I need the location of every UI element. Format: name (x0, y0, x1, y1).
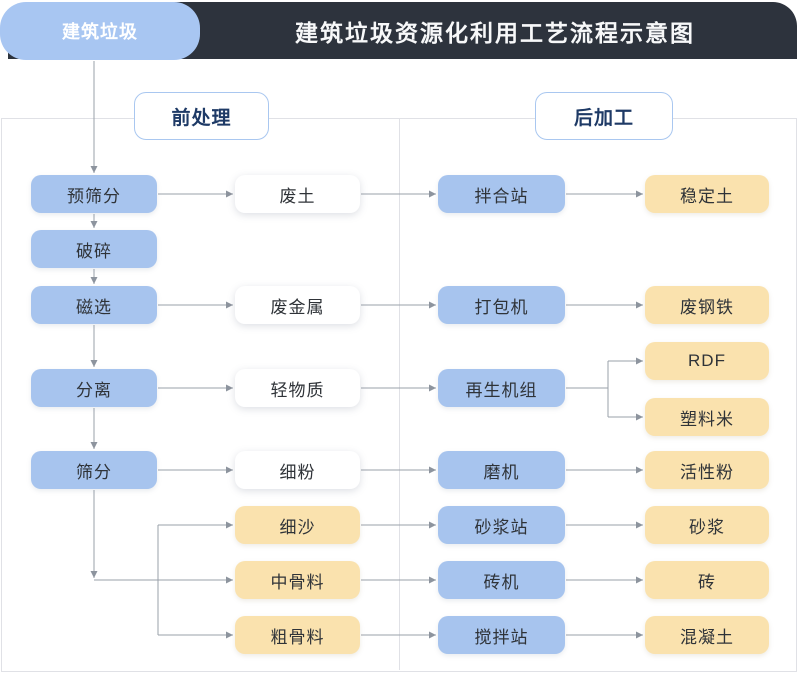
node-fine-sand: 细沙 (235, 506, 360, 544)
node-medium-aggregate: 中骨料 (235, 561, 360, 599)
node-blending-station: 拌合站 (438, 175, 565, 213)
node-light-material: 轻物质 (235, 369, 360, 407)
node-scrap-metal: 废金属 (235, 286, 360, 324)
node-regeneration-unit: 再生机组 (438, 369, 565, 407)
section-label-postprocessing: 后加工 (535, 92, 673, 140)
node-stabilized-soil: 稳定土 (645, 175, 769, 213)
node-mortar: 砂浆 (645, 506, 769, 544)
diagram-title: 建筑垃圾资源化利用工艺流程示意图 (295, 19, 695, 46)
node-crush: 破碎 (31, 230, 157, 268)
node-screen: 筛分 (31, 451, 157, 489)
node-active-powder: 活性粉 (645, 451, 769, 489)
section-label-pretreatment: 前处理 (134, 92, 269, 140)
source-badge: 建筑垃圾 (0, 2, 200, 60)
node-separate: 分离 (31, 369, 157, 407)
node-baler: 打包机 (438, 286, 565, 324)
node-rdf: RDF (645, 342, 769, 380)
node-pre-screen: 预筛分 (31, 175, 157, 213)
node-brick-machine: 砖机 (438, 561, 565, 599)
node-scrap-steel: 废钢铁 (645, 286, 769, 324)
node-batching-plant: 搅拌站 (438, 616, 565, 654)
node-plastic-pellets: 塑料米 (645, 398, 769, 436)
node-concrete: 混凝土 (645, 616, 769, 654)
node-mill: 磨机 (438, 451, 565, 489)
node-coarse-aggregate: 粗骨料 (235, 616, 360, 654)
node-waste-soil: 废土 (235, 175, 360, 213)
node-mortar-plant: 砂浆站 (438, 506, 565, 544)
section-divider-line (399, 118, 400, 670)
node-brick: 砖 (645, 561, 769, 599)
node-magnetic-sort: 磁选 (31, 286, 157, 324)
node-fine-powder: 细粉 (235, 451, 360, 489)
